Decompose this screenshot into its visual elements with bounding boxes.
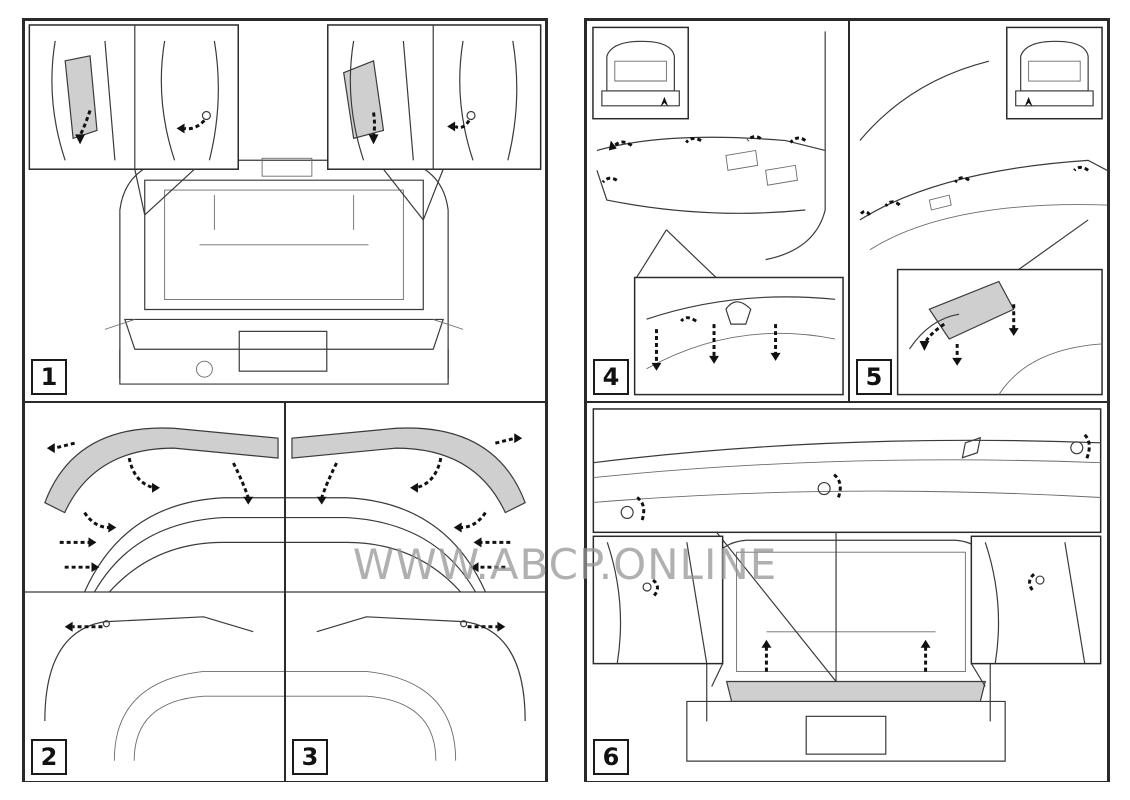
step-number-badge: 1: [31, 359, 67, 395]
step-2-illustration: [25, 427, 284, 761]
step-number-badge: 2: [31, 739, 67, 775]
step-6-panel: 6: [586, 402, 1108, 782]
step-3-illustration: [286, 427, 545, 761]
step-2-panel: 2: [24, 402, 285, 782]
step-number-badge: 6: [593, 739, 629, 775]
step-1-illustration: [28, 24, 542, 385]
step-5-illustration: [858, 26, 1107, 396]
step-5-panel: 5: [849, 20, 1108, 402]
step-3-panel: 3: [285, 402, 546, 782]
left-instruction-sheet: 1 2: [22, 18, 548, 782]
step-number-badge: 5: [856, 359, 892, 395]
right-instruction-sheet: 4 5: [584, 18, 1110, 782]
step-6-illustration: [592, 408, 1102, 762]
step-4-panel: 4: [586, 20, 849, 402]
step-1-panel: 1: [24, 20, 546, 402]
step-number-badge: 3: [292, 739, 328, 775]
step-4-illustration: [592, 26, 844, 396]
step-number-badge: 4: [593, 359, 629, 395]
